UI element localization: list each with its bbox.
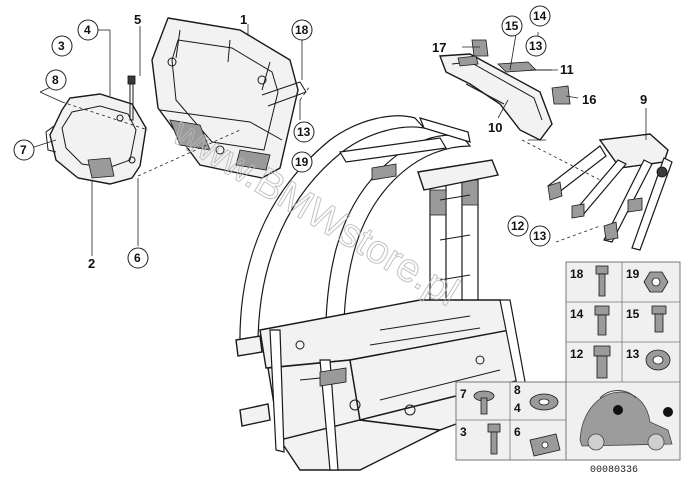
callout-7: 7 [13, 139, 35, 161]
callout-18: 18 [291, 19, 313, 41]
legend-12-label: 12 [570, 347, 584, 361]
svg-text:15: 15 [505, 19, 519, 33]
legend-3-bolt-icon [487, 423, 501, 455]
legend-19-label: 19 [626, 267, 640, 281]
callout-labels: 1 5 2 9 10 11 16 17 [88, 12, 647, 271]
legend-7-label: 7 [460, 387, 467, 401]
part-7-carrier [45, 93, 147, 185]
callout-19: 19 [291, 151, 313, 173]
svg-text:13: 13 [533, 229, 547, 243]
leader-lines [33, 24, 647, 256]
catalog-number: 00080336 [590, 465, 638, 476]
part-1-front-bracket [151, 17, 307, 179]
callout-12: 12 [507, 215, 529, 237]
svg-text:13: 13 [297, 125, 311, 139]
main-frame [235, 115, 529, 471]
hardware-legend-right: 18 19 14 15 12 13 [565, 261, 681, 461]
callout-3: 3 [51, 35, 73, 57]
callout-15: 15 [501, 15, 523, 37]
part-9-rear-frame [547, 133, 673, 251]
svg-text:7: 7 [20, 143, 27, 157]
callout-14: 14 [529, 5, 551, 27]
legend-13-label: 13 [626, 347, 640, 361]
svg-text:12: 12 [511, 219, 525, 233]
callout-13b: 13 [525, 35, 547, 57]
legend-7-screw-icon [473, 390, 495, 415]
part-5-bolt [127, 75, 136, 121]
svg-text:3: 3 [58, 39, 65, 53]
part-10-rear-bracket [439, 39, 571, 141]
legend-6-clip-nut-icon [529, 433, 561, 457]
callout-6: 6 [127, 247, 149, 269]
legend-8-washer-icon [529, 393, 559, 411]
callout-2: 2 [88, 256, 95, 271]
legend-15-bolt-icon [651, 305, 667, 333]
svg-text:4: 4 [84, 23, 91, 37]
callout-13c: 13 [529, 225, 551, 247]
callout-9: 9 [640, 92, 647, 107]
svg-text:14: 14 [533, 9, 547, 23]
legend-18-bolt-icon [595, 265, 609, 297]
circled-callouts: 4 3 8 7 6 18 13 19 14 15 13 12 13 [13, 5, 551, 269]
callout-8: 8 [45, 69, 67, 91]
svg-text:8: 8 [52, 73, 59, 87]
callout-11: 11 [560, 62, 574, 77]
legend-12-bolt-icon [593, 345, 611, 379]
hardware-legend-left: 7 8 4 3 6 [455, 381, 567, 461]
callout-13a: 13 [293, 121, 315, 143]
svg-text:19: 19 [295, 155, 309, 169]
callout-4: 4 [77, 19, 99, 41]
svg-text:13: 13 [529, 39, 543, 53]
callout-16: 16 [582, 92, 596, 107]
legend-4-label: 4 [514, 401, 521, 415]
legend-3-label: 3 [460, 425, 467, 439]
svg-text:6: 6 [134, 251, 141, 265]
legend-14-bolt-icon [594, 305, 610, 336]
legend-18-label: 18 [570, 267, 584, 281]
callout-10: 10 [488, 120, 502, 135]
scooter-locator-icon [579, 390, 673, 451]
legend-15-label: 15 [626, 307, 640, 321]
legend-19-nut-icon [643, 271, 669, 293]
legend-13-washer-icon [645, 349, 671, 371]
callout-17: 17 [432, 40, 446, 55]
svg-text:18: 18 [295, 23, 309, 37]
legend-14-label: 14 [570, 307, 584, 321]
legend-6-label: 6 [514, 425, 521, 439]
legend-8-label: 8 [514, 383, 521, 397]
callout-5: 5 [134, 12, 141, 27]
callout-1: 1 [240, 12, 247, 27]
